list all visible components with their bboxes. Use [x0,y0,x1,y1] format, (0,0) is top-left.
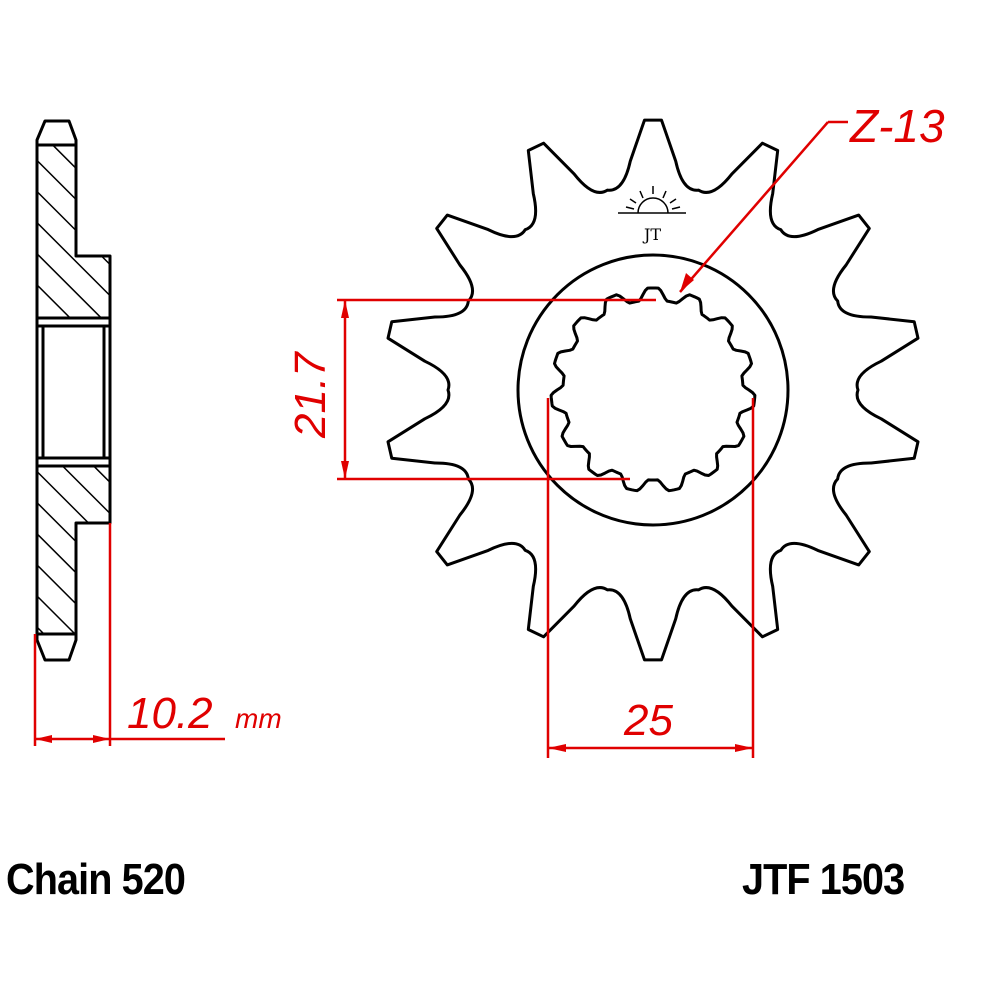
section-hatch-lower [37,466,110,634]
spline-bore-outline [549,286,757,493]
cross-section-view [35,119,112,662]
hub-circle [516,253,790,527]
section-hatch-upper [37,145,110,318]
sprocket-outline [386,118,920,662]
spline-minor-dimension: 21.7 [286,298,656,481]
spline-minor-value: 21.7 [286,351,335,439]
part-number: JTF 1503 [742,855,905,904]
thickness-unit: mm [235,703,282,734]
front-view: JT [386,118,920,662]
tooth-count-label: Z-13 [849,100,945,152]
section-outline [35,119,112,662]
chain-label: Chain 520 [6,855,186,904]
spline-major-value: 25 [623,696,673,745]
spline-major-dimension: 25 [546,398,755,758]
tooth-count-leader: Z-13 [679,100,945,293]
jt-sun-logo-icon: JT [618,186,686,244]
bore-outline [35,316,112,468]
thickness-dimension: 10.2 mm [33,523,282,746]
thickness-value: 10.2 [127,689,213,738]
logo-text: JT [642,225,661,244]
